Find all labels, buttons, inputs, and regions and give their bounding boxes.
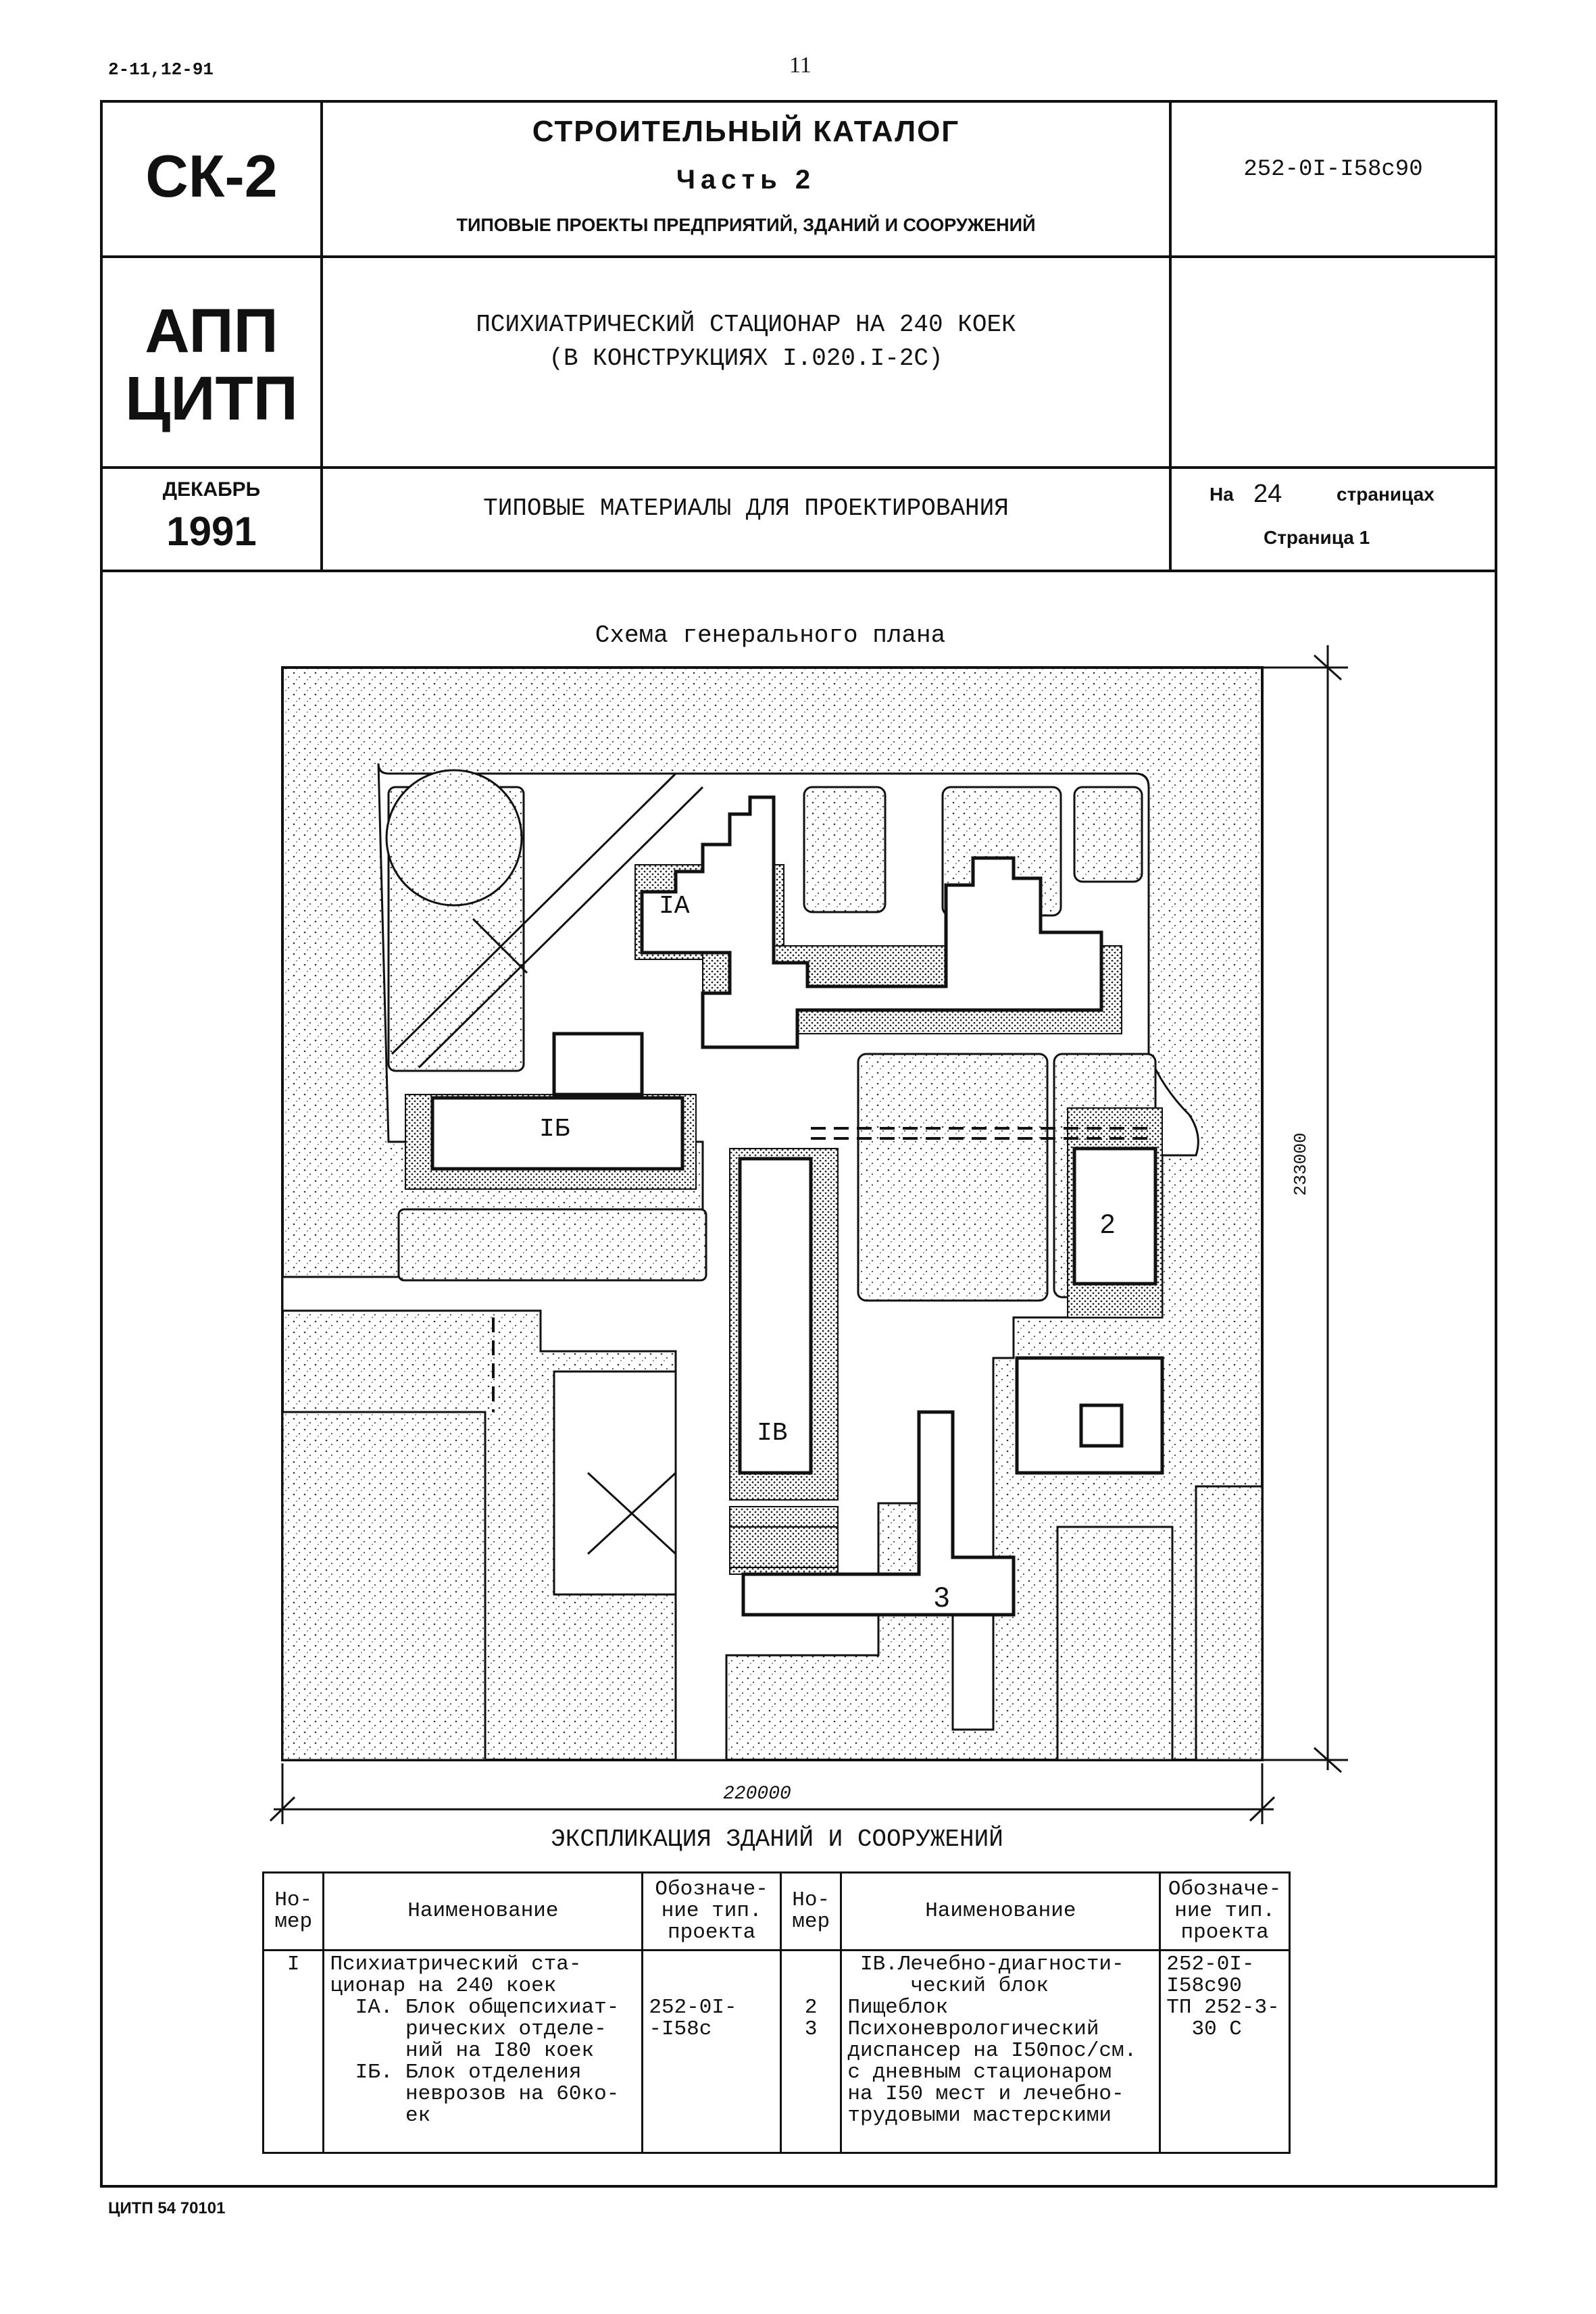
project-name-1: ПСИХИАТРИЧЕСКИЙ СТАЦИОНАР НА 240 КОЕК bbox=[476, 311, 1016, 338]
explication-title: ЭКСПЛИКАЦИЯ ЗДАНИЙ И СООРУЖЕНИЙ bbox=[551, 1826, 1003, 1853]
label-ia: IА bbox=[659, 892, 690, 921]
header-col-2 bbox=[1169, 100, 1172, 571]
project-name-2: (В КОНСТРУКЦИЯХ I.020.I-2С) bbox=[549, 345, 943, 372]
org-line-1: АПП bbox=[145, 297, 278, 366]
th-code-2: Обозначе- ние тип. проекта bbox=[1159, 1871, 1291, 1951]
th-number: Но- мер bbox=[261, 1871, 325, 1951]
label-iv: IВ bbox=[757, 1419, 788, 1448]
date-month: ДЕКАБРЬ bbox=[162, 478, 261, 501]
row-code: 252-0I- -I58с bbox=[641, 1949, 782, 2154]
org-line-2: ЦИТП bbox=[125, 364, 298, 433]
row-name: Психиатрический ста- ционар на 240 коек … bbox=[322, 1949, 644, 2154]
width-dimension: 220000 bbox=[723, 1784, 791, 1805]
header-rule-3 bbox=[100, 570, 1497, 572]
catalog-subtitle: ТИПОВЫЕ ПРОЕКТЫ ПРЕДПРИЯТИЙ, ЗДАНИЙ И СО… bbox=[456, 215, 1036, 235]
label-building-2: 2 bbox=[1100, 1209, 1116, 1239]
explication-table: Но- мер Наименование Обозначе- ние тип. … bbox=[261, 1871, 1291, 2154]
row-number: I bbox=[261, 1949, 325, 2154]
label-building-3: 3 bbox=[934, 1581, 950, 1613]
catalog-title: СТРОИТЕЛЬНЫЙ КАТАЛОГ bbox=[532, 115, 960, 148]
header-rule-2 bbox=[100, 466, 1497, 469]
page-number: 11 bbox=[789, 53, 812, 78]
page-label: Страница 1 bbox=[1264, 527, 1370, 548]
plan-title: Схема генерального плана bbox=[595, 622, 946, 649]
ck2-logo: СК-2 bbox=[145, 143, 278, 209]
project-code: 252-0I-I58с90 bbox=[1243, 157, 1423, 182]
pages-suffix: страницах bbox=[1337, 484, 1435, 505]
header-rule-1 bbox=[100, 255, 1497, 258]
th-code: Обозначе- ние тип. проекта bbox=[641, 1871, 782, 1951]
top-left-code: 2-11,12-91 bbox=[108, 59, 214, 80]
row-name-2: IВ.Лечебно-диагности- ческий блок Пищебл… bbox=[840, 1949, 1162, 2154]
footer-code: ЦИТП 54 70101 bbox=[108, 2199, 226, 2217]
pages-count: 24 bbox=[1253, 480, 1282, 508]
catalog-part: Часть 2 bbox=[676, 165, 816, 195]
th-name-2: Наименование bbox=[840, 1871, 1162, 1951]
date-year: 1991 bbox=[166, 509, 257, 554]
row-number-2: 2 3 bbox=[779, 1949, 843, 2154]
label-ib: IБ bbox=[539, 1115, 570, 1144]
th-number-2: Но- мер bbox=[779, 1871, 843, 1951]
row-code-2: 252-0I- I58с90 ТП 252-3- 30 С bbox=[1159, 1949, 1291, 2154]
page-frame bbox=[100, 100, 1497, 2188]
header-col-1 bbox=[320, 100, 323, 571]
height-dimension: 233000 bbox=[1291, 1132, 1311, 1196]
materials-title: ТИПОВЫЕ МАТЕРИАЛЫ ДЛЯ ПРОЕКТИРОВАНИЯ bbox=[483, 495, 1009, 522]
th-name: Наименование bbox=[322, 1871, 644, 1951]
pages-prefix: На bbox=[1210, 484, 1234, 505]
